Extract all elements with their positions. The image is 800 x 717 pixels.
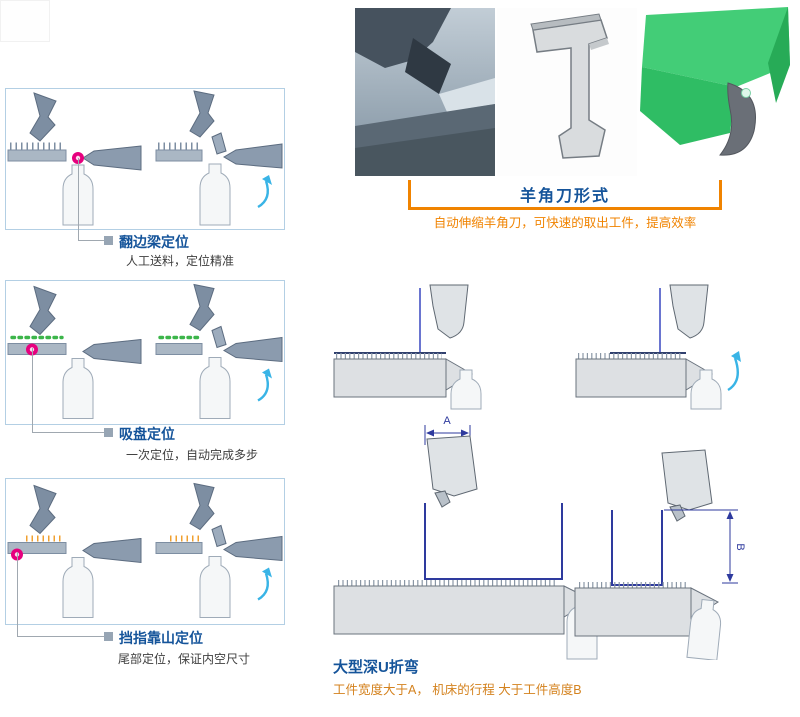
die-shape: [690, 369, 722, 410]
die-shape: [62, 557, 94, 618]
machine-photo-image: [355, 8, 495, 176]
punch-shape: [189, 283, 215, 332]
press-tool: [661, 449, 713, 511]
step-before: [7, 484, 142, 618]
flange-beam: [223, 535, 283, 562]
flange-beam-diagram: [7, 90, 283, 226]
label-bullet: [104, 428, 113, 437]
punch-shape: [29, 285, 57, 336]
panel-subtitle: 尾部定位，保证内空尺寸: [118, 652, 251, 666]
die-table: [333, 358, 447, 398]
corner-bend-before: [333, 284, 482, 410]
punch-shape: [29, 484, 57, 535]
machine-photo: [355, 8, 495, 176]
step-after: [155, 283, 283, 419]
dim-a-label: A: [443, 415, 451, 427]
step-before: [7, 285, 142, 419]
deep-u-caption: 工件宽度大于A， 机床的行程 大于工件高度B: [333, 683, 582, 697]
deep-u-left: A: [333, 415, 598, 660]
u-workpiece: [424, 503, 563, 580]
label-bullet: [104, 632, 113, 641]
workpiece-render-image: [640, 5, 792, 177]
press-tool: [426, 435, 478, 497]
table: [7, 149, 67, 162]
deep-u-title: 大型深U折弯: [333, 659, 419, 676]
connector-line: [78, 240, 104, 241]
flange-beam: [82, 338, 142, 365]
corner-bend-after: [575, 284, 741, 410]
flange-beam: [223, 143, 283, 169]
flange-beam: [82, 537, 142, 564]
suction-diagram: [7, 283, 283, 419]
step-before: [7, 92, 142, 226]
bent-flange: [211, 325, 227, 349]
dim-b-label: B: [734, 543, 746, 550]
panel-flange-beam-box: [5, 88, 285, 230]
die-shape: [199, 357, 231, 419]
tool-hook: [434, 490, 451, 508]
rotate-arrow-icon: [257, 374, 269, 402]
label-bullet: [104, 236, 113, 245]
flange-beam: [82, 145, 142, 171]
deep-u-diagrams: A B: [333, 415, 746, 660]
connector-line: [32, 432, 104, 433]
flange-beam: [223, 336, 283, 363]
panel-backgauge-box: [5, 478, 285, 625]
panel-subtitle: 人工送料，定位精准: [126, 254, 235, 268]
panel-title: 翻边梁定位: [119, 234, 189, 250]
die-table: [574, 587, 692, 637]
rotate-arrow-icon: [257, 180, 269, 209]
workpiece-render: [640, 5, 792, 177]
deep-u-right: B: [574, 449, 746, 660]
punch-shape: [189, 482, 215, 531]
rotate-arrow-icon: [257, 573, 269, 601]
horn-tool: [669, 284, 709, 339]
horn-knife-bracket: 羊角刀形式: [408, 180, 722, 210]
bent-flange: [211, 132, 227, 155]
die-shape: [199, 556, 231, 618]
punch-shape: [189, 90, 215, 138]
die-shape: [199, 163, 231, 226]
bent-flange: [211, 524, 227, 548]
horn-knife-title: 羊角刀形式: [519, 187, 610, 205]
panel-title: 吸盘定位: [119, 426, 175, 442]
connector-line: [17, 636, 104, 637]
panel-subtitle: 一次定位，自动完成多步: [126, 448, 259, 462]
rotate-arrow-icon: [727, 357, 739, 392]
corner-bend-diagrams: [333, 284, 741, 410]
u-workpiece: [611, 510, 663, 586]
connector-line: [32, 348, 33, 432]
horn-knife-caption: 自动伸缩羊角刀，可快速的取出工件，提高效率: [433, 216, 697, 230]
panel-title: 挡指靠山定位: [119, 630, 203, 646]
backgauge-diagram: [7, 482, 283, 618]
connector-line: [17, 552, 18, 636]
die-table: [333, 585, 565, 635]
horn-knife-cad-image: [497, 8, 637, 176]
punch-shape: [29, 92, 57, 142]
horn-tool: [429, 284, 469, 339]
die-shape: [62, 358, 94, 419]
step-after: [155, 482, 283, 618]
tool-hook: [669, 504, 686, 522]
die-shape: [686, 598, 722, 660]
horn-knife-cad: [497, 8, 637, 176]
logo-placeholder: [0, 0, 50, 42]
connector-line: [78, 158, 79, 240]
step-after: [155, 90, 283, 226]
die-table: [575, 358, 687, 398]
panel-suction-box: [5, 280, 285, 425]
die-shape: [450, 369, 482, 410]
table: [7, 542, 67, 554]
